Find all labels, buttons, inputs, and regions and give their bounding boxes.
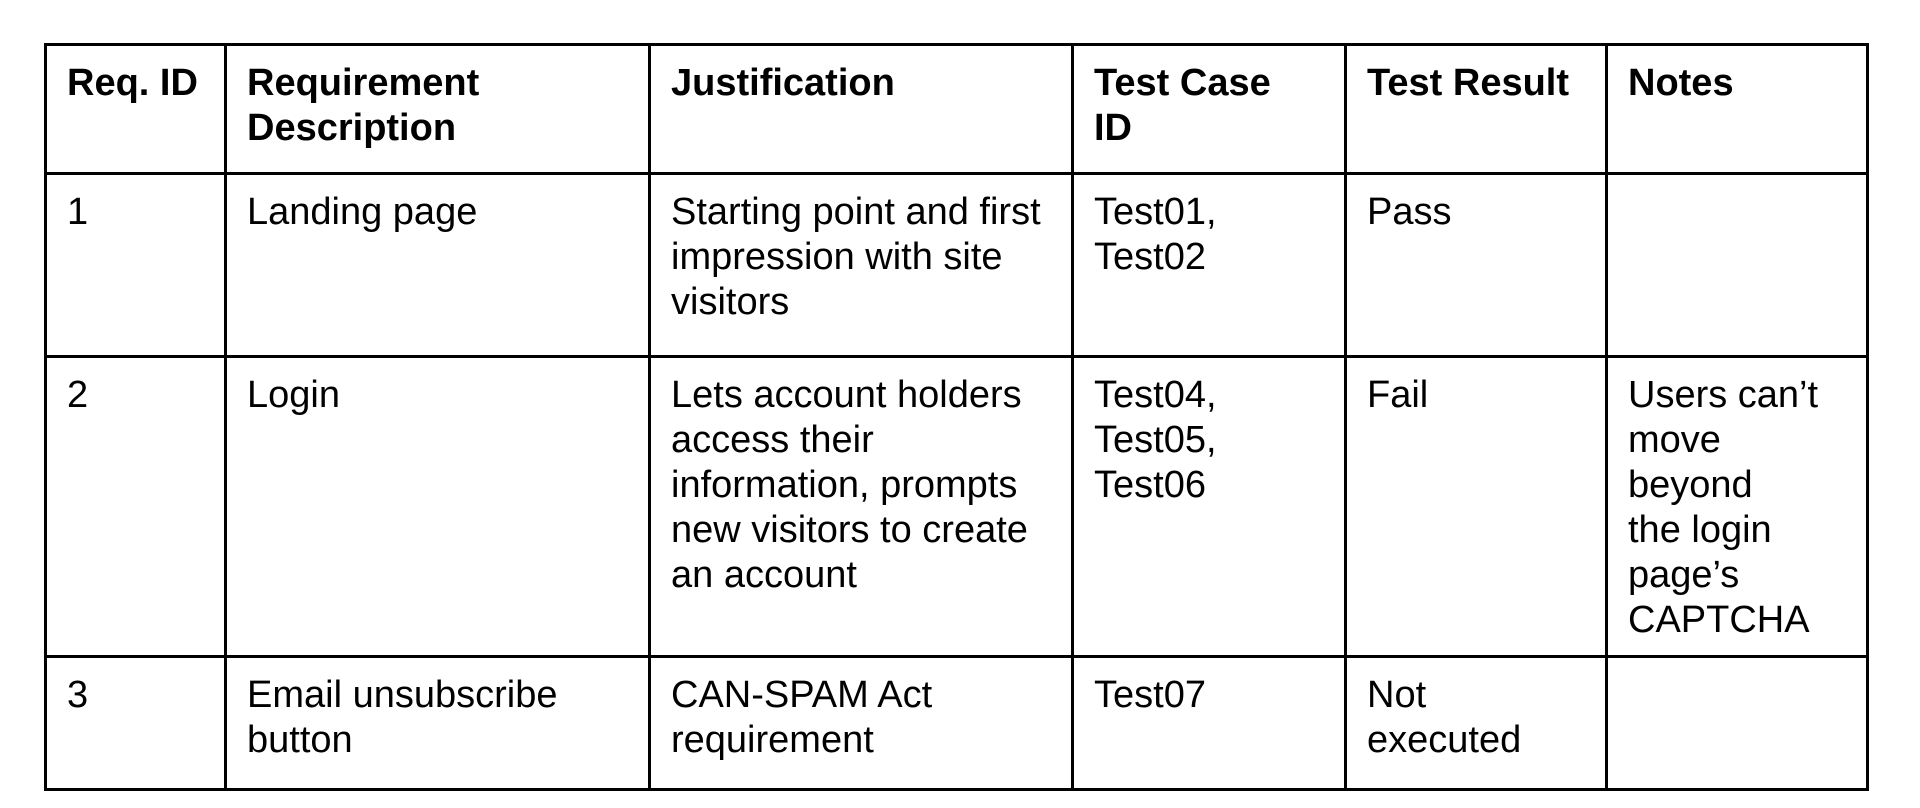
cell-req-id: 2 (44, 355, 227, 658)
requirements-traceability-table: Req. ID Requirement Description Justific… (44, 43, 1869, 791)
cell-justification: CAN-SPAM Act requirement (648, 655, 1074, 791)
header-test-case-id: Test Case ID (1071, 43, 1347, 175)
cell-test-case-id: Test04, Test05, Test06 (1071, 355, 1347, 658)
header-test-result: Test Result (1344, 43, 1608, 175)
header-requirement-description: Requirement Description (224, 43, 651, 175)
table-row: 3 Email unsubscribe button CAN-SPAM Act … (44, 655, 1869, 791)
cell-description: Landing page (224, 172, 651, 358)
cell-notes: Users can’t move beyond the login page’s… (1605, 355, 1869, 658)
cell-test-result: Pass (1344, 172, 1608, 358)
cell-description: Login (224, 355, 651, 658)
header-req-id: Req. ID (44, 43, 227, 175)
cell-req-id: 1 (44, 172, 227, 358)
cell-notes (1605, 172, 1869, 358)
cell-req-id: 3 (44, 655, 227, 791)
header-justification: Justification (648, 43, 1074, 175)
cell-notes (1605, 655, 1869, 791)
cell-test-result: Fail (1344, 355, 1608, 658)
table-header-row: Req. ID Requirement Description Justific… (44, 43, 1869, 175)
cell-test-case-id: Test01, Test02 (1071, 172, 1347, 358)
cell-justification: Lets account holders access their inform… (648, 355, 1074, 658)
cell-justification: Starting point and first impression with… (648, 172, 1074, 358)
table-row: 1 Landing page Starting point and first … (44, 172, 1869, 358)
header-notes: Notes (1605, 43, 1869, 175)
cell-test-result: Not executed (1344, 655, 1608, 791)
cell-test-case-id: Test07 (1071, 655, 1347, 791)
cell-description: Email unsubscribe button (224, 655, 651, 791)
table-row: 2 Login Lets account holders access thei… (44, 355, 1869, 658)
